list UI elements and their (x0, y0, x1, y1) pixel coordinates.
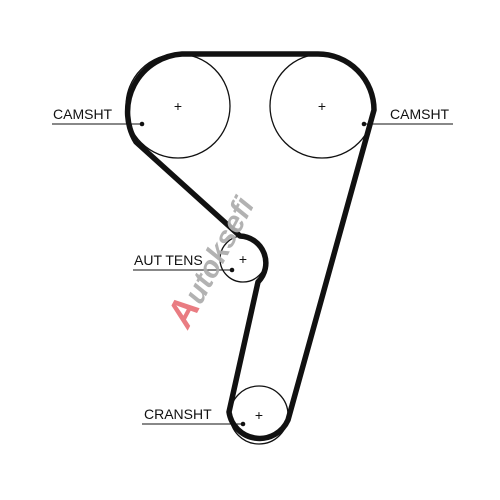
tensioner-center-mark: + (239, 251, 247, 267)
tensioner-label: AUT TENS (134, 252, 203, 268)
camshaft-right-center-mark: + (318, 98, 326, 114)
camshaft-right-label: CAMSHT (390, 106, 450, 122)
camshaft-right-dot (361, 121, 367, 127)
crankshaft-center-mark: + (255, 407, 263, 423)
crankshaft-label: CRANSHT (144, 406, 212, 422)
tensioner-dot (229, 267, 235, 273)
camshaft-left-center-mark: + (174, 98, 182, 114)
camshaft-left-label: CAMSHT (53, 106, 113, 122)
crankshaft-dot (240, 421, 246, 427)
timing-belt (124, 51, 377, 442)
watermark-rest: utoksefi (178, 191, 261, 309)
camshaft-left-dot (139, 121, 145, 127)
